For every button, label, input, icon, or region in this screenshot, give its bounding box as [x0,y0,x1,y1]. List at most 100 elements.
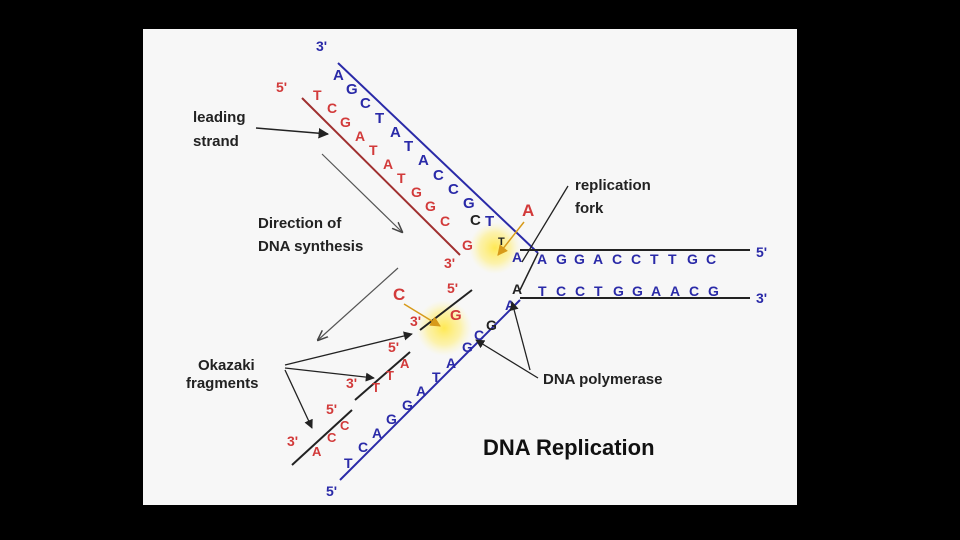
base: T [313,87,322,103]
okazaki-label-line1: Okazaki [198,357,255,374]
base: T [594,283,603,299]
leading-strand-pointer [255,127,330,139]
base: G [708,283,719,299]
lower-blue-backbone [339,299,521,481]
incoming-a-arrow [497,221,525,256]
lower-blue-5-prime: 5' [326,483,337,499]
base: A [312,444,322,459]
base: T [485,213,494,230]
incoming-c-arrow [403,303,441,327]
okazaki-fragment-1-backbone [419,289,473,331]
lower-blue-bases: A G C G A T A G G A C T [344,281,522,471]
frag1-5-prime: 5' [447,280,458,296]
base: C [575,283,585,299]
replication-fork-pointer [521,185,569,263]
okazaki-pointer-3 [284,369,313,429]
direction-label-line1: Direction of [258,215,342,232]
base: G [346,81,358,98]
direction-arrow-leading [321,153,402,232]
base: A [416,383,426,399]
base: C [706,251,716,267]
base: C [474,327,484,343]
base: A [593,251,603,267]
upper-red-5-prime: 5' [276,79,287,95]
base: G [462,339,473,355]
base: C [340,418,350,433]
base: G [462,237,473,253]
base: T [404,138,413,155]
frag3-5-prime: 5' [326,401,337,417]
incoming-c-nucleotide: C [393,285,405,304]
base: A [537,251,547,267]
base: C [440,213,450,229]
okazaki-pointer-1 [284,331,413,366]
upper-red-bases: T C G A T A T G G C G [313,87,473,253]
base: G [340,114,351,130]
polymerase-pointer-lower [475,339,539,379]
base: C [556,283,566,299]
diagram-title: DNA Replication [483,435,655,460]
upper-blue-backbone [337,62,539,254]
upper-blue-bases: A G C T A T A C C G C T [333,67,494,230]
base: T [372,380,380,395]
base: A [670,283,680,299]
base: A [418,152,429,169]
base: G [402,397,413,413]
base: A [383,156,393,172]
base: C [470,212,481,229]
base: G [463,195,475,212]
base: C [448,181,459,198]
right-top-5-prime: 5' [756,244,767,260]
leading-3-prime: 3' [444,255,455,271]
base: C [612,251,622,267]
base: G [386,411,397,427]
base: T [369,142,378,158]
base: A [390,124,401,141]
okazaki-fragment-2-backbone [354,351,411,401]
frag2-3-prime: 3' [346,375,357,391]
fork-junction-line [519,252,539,291]
incoming-a-nucleotide: A [522,201,534,220]
base: C [358,439,368,455]
base: C [689,283,699,299]
okazaki-label-line2: fragments [186,375,259,392]
base: A [333,67,344,84]
base: A [651,283,661,299]
base: T [375,110,384,127]
okazaki-pointer-2 [284,367,375,382]
fork-top-a: A [512,249,522,265]
base: G [486,317,497,333]
frag3-3-prime: 3' [287,433,298,449]
frag1-3-prime: 3' [410,313,421,329]
base: A [372,425,382,441]
base: C [433,167,444,184]
base: G [425,198,436,214]
direction-arrow-lagging [318,267,399,340]
base: T [668,251,677,267]
lagging-g-base: G [450,307,462,324]
base: A [355,128,365,144]
base: C [631,251,641,267]
base: G [632,283,643,299]
leading-t-base: T [498,236,505,248]
polymerase-glow-lower [416,300,472,356]
base: C [327,430,337,445]
leading-strand-label-line2: strand [193,133,239,150]
upper-red-backbone [301,97,461,256]
base: T [386,368,394,383]
okazaki-fragment-3-backbone [291,409,353,466]
base: G [574,251,585,267]
base: A [446,355,456,371]
base: C [327,100,337,116]
okazaki-fragment-3-bases: C C A [312,418,350,459]
base: T [432,369,441,385]
dna-polymerase-label: DNA polymerase [543,371,663,388]
right-bottom-3-prime: 3' [756,290,767,306]
leading-strand-label-line1: leading [193,109,246,126]
base: G [411,184,422,200]
base: C [360,95,371,112]
direction-label-line2: DNA synthesis [258,238,363,255]
frag2-5-prime: 5' [388,339,399,355]
